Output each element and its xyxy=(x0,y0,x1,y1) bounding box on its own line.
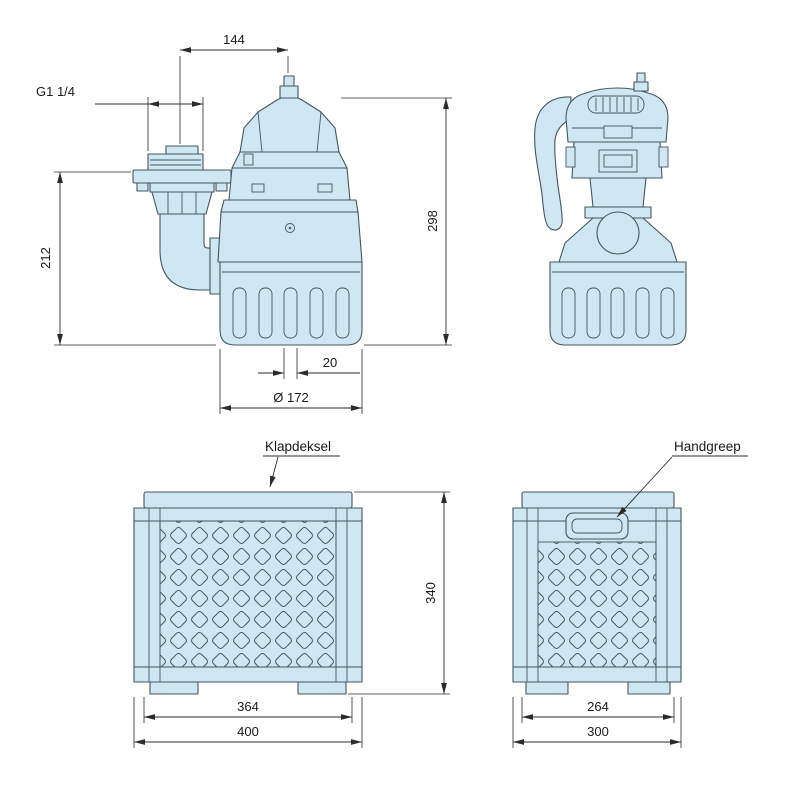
cap-facet-line xyxy=(316,111,322,153)
callout-klapdeksel-leader xyxy=(269,456,279,488)
dim-264-label: 264 xyxy=(587,699,609,714)
motor-cap xyxy=(239,97,340,153)
nameplate-inner xyxy=(603,154,633,168)
side-view-dimensions: 144 G1 1/4 212 298 20 Ø 172 xyxy=(36,32,452,414)
mesh-panel xyxy=(537,541,657,668)
flange-bolt xyxy=(136,182,149,192)
crate-foot xyxy=(149,681,199,695)
dim-298-label: 298 xyxy=(425,210,440,232)
crate-lid-rail xyxy=(521,491,675,509)
power-plug-base xyxy=(633,81,649,92)
crate-lid-rail xyxy=(143,491,353,509)
crate-side-dimensions: Handgreep 264 300 xyxy=(512,439,748,748)
dim-400-label: 400 xyxy=(237,724,259,739)
band-clip xyxy=(658,146,669,168)
cable-hook xyxy=(534,96,572,231)
strainer-slot xyxy=(561,287,576,339)
inlet-boss xyxy=(596,211,640,255)
dim-20-label: 20 xyxy=(323,355,337,370)
discharge-flange-plate xyxy=(132,169,232,184)
mesh-panel xyxy=(159,520,337,668)
housing-clip xyxy=(317,183,333,193)
strainer-slot xyxy=(635,287,650,339)
dim-364-label: 364 xyxy=(237,699,259,714)
dim-212-label: 212 xyxy=(38,247,53,269)
volute-screw-center xyxy=(288,226,292,230)
strainer-slot xyxy=(610,287,625,339)
strainer-slot xyxy=(283,287,298,339)
clamp-band xyxy=(220,199,359,213)
power-plug-tip xyxy=(283,75,295,87)
discharge-flange-lower xyxy=(149,182,215,193)
band-clip xyxy=(565,146,576,168)
pump-volute xyxy=(217,211,363,263)
handle-recess-inner xyxy=(571,518,623,534)
cap-latch xyxy=(243,153,254,166)
callout-handgreep-label: Handgreep xyxy=(674,439,741,454)
suction-strainer xyxy=(219,261,363,346)
strainer-slot xyxy=(309,287,324,339)
cap-facet-line xyxy=(257,111,263,153)
callout-handgreep-leader xyxy=(616,456,673,518)
carry-handle-recess xyxy=(587,95,645,114)
strainer-slot xyxy=(258,287,273,339)
motor-cap-front xyxy=(565,87,669,143)
power-plug-base xyxy=(279,85,299,99)
nameplate xyxy=(598,149,638,173)
dim-144-label: 144 xyxy=(223,32,245,47)
crate-foot xyxy=(297,681,347,695)
pump-side-view xyxy=(132,75,363,346)
strainer-basket-side-view xyxy=(512,491,682,695)
crate-foot xyxy=(627,681,671,695)
housing-clip xyxy=(251,183,265,193)
strainer-slot xyxy=(586,287,601,339)
strainer-slot xyxy=(660,287,675,339)
strainer-basket-front-view xyxy=(133,491,363,695)
flange-bolt xyxy=(215,182,228,192)
dim-diameter-label: Ø 172 xyxy=(273,390,308,405)
crate-front-dimensions: Klapdeksel 340 364 400 xyxy=(133,439,450,748)
strainer-slot xyxy=(232,287,247,339)
discharge-thread-stub xyxy=(147,153,204,171)
strainer-slot xyxy=(335,287,350,339)
cap-latch-front xyxy=(603,125,633,139)
callout-klapdeksel-label: Klapdeksel xyxy=(265,439,331,454)
motor-neck xyxy=(589,177,647,208)
handle-recess xyxy=(565,512,629,540)
dim-300-label: 300 xyxy=(587,724,609,739)
suction-strainer-front xyxy=(549,261,687,346)
dim-thread-label: G1 1/4 xyxy=(36,84,75,99)
pump-front-view xyxy=(534,72,687,346)
dim-340-label: 340 xyxy=(423,582,438,604)
crate-foot xyxy=(525,681,569,695)
